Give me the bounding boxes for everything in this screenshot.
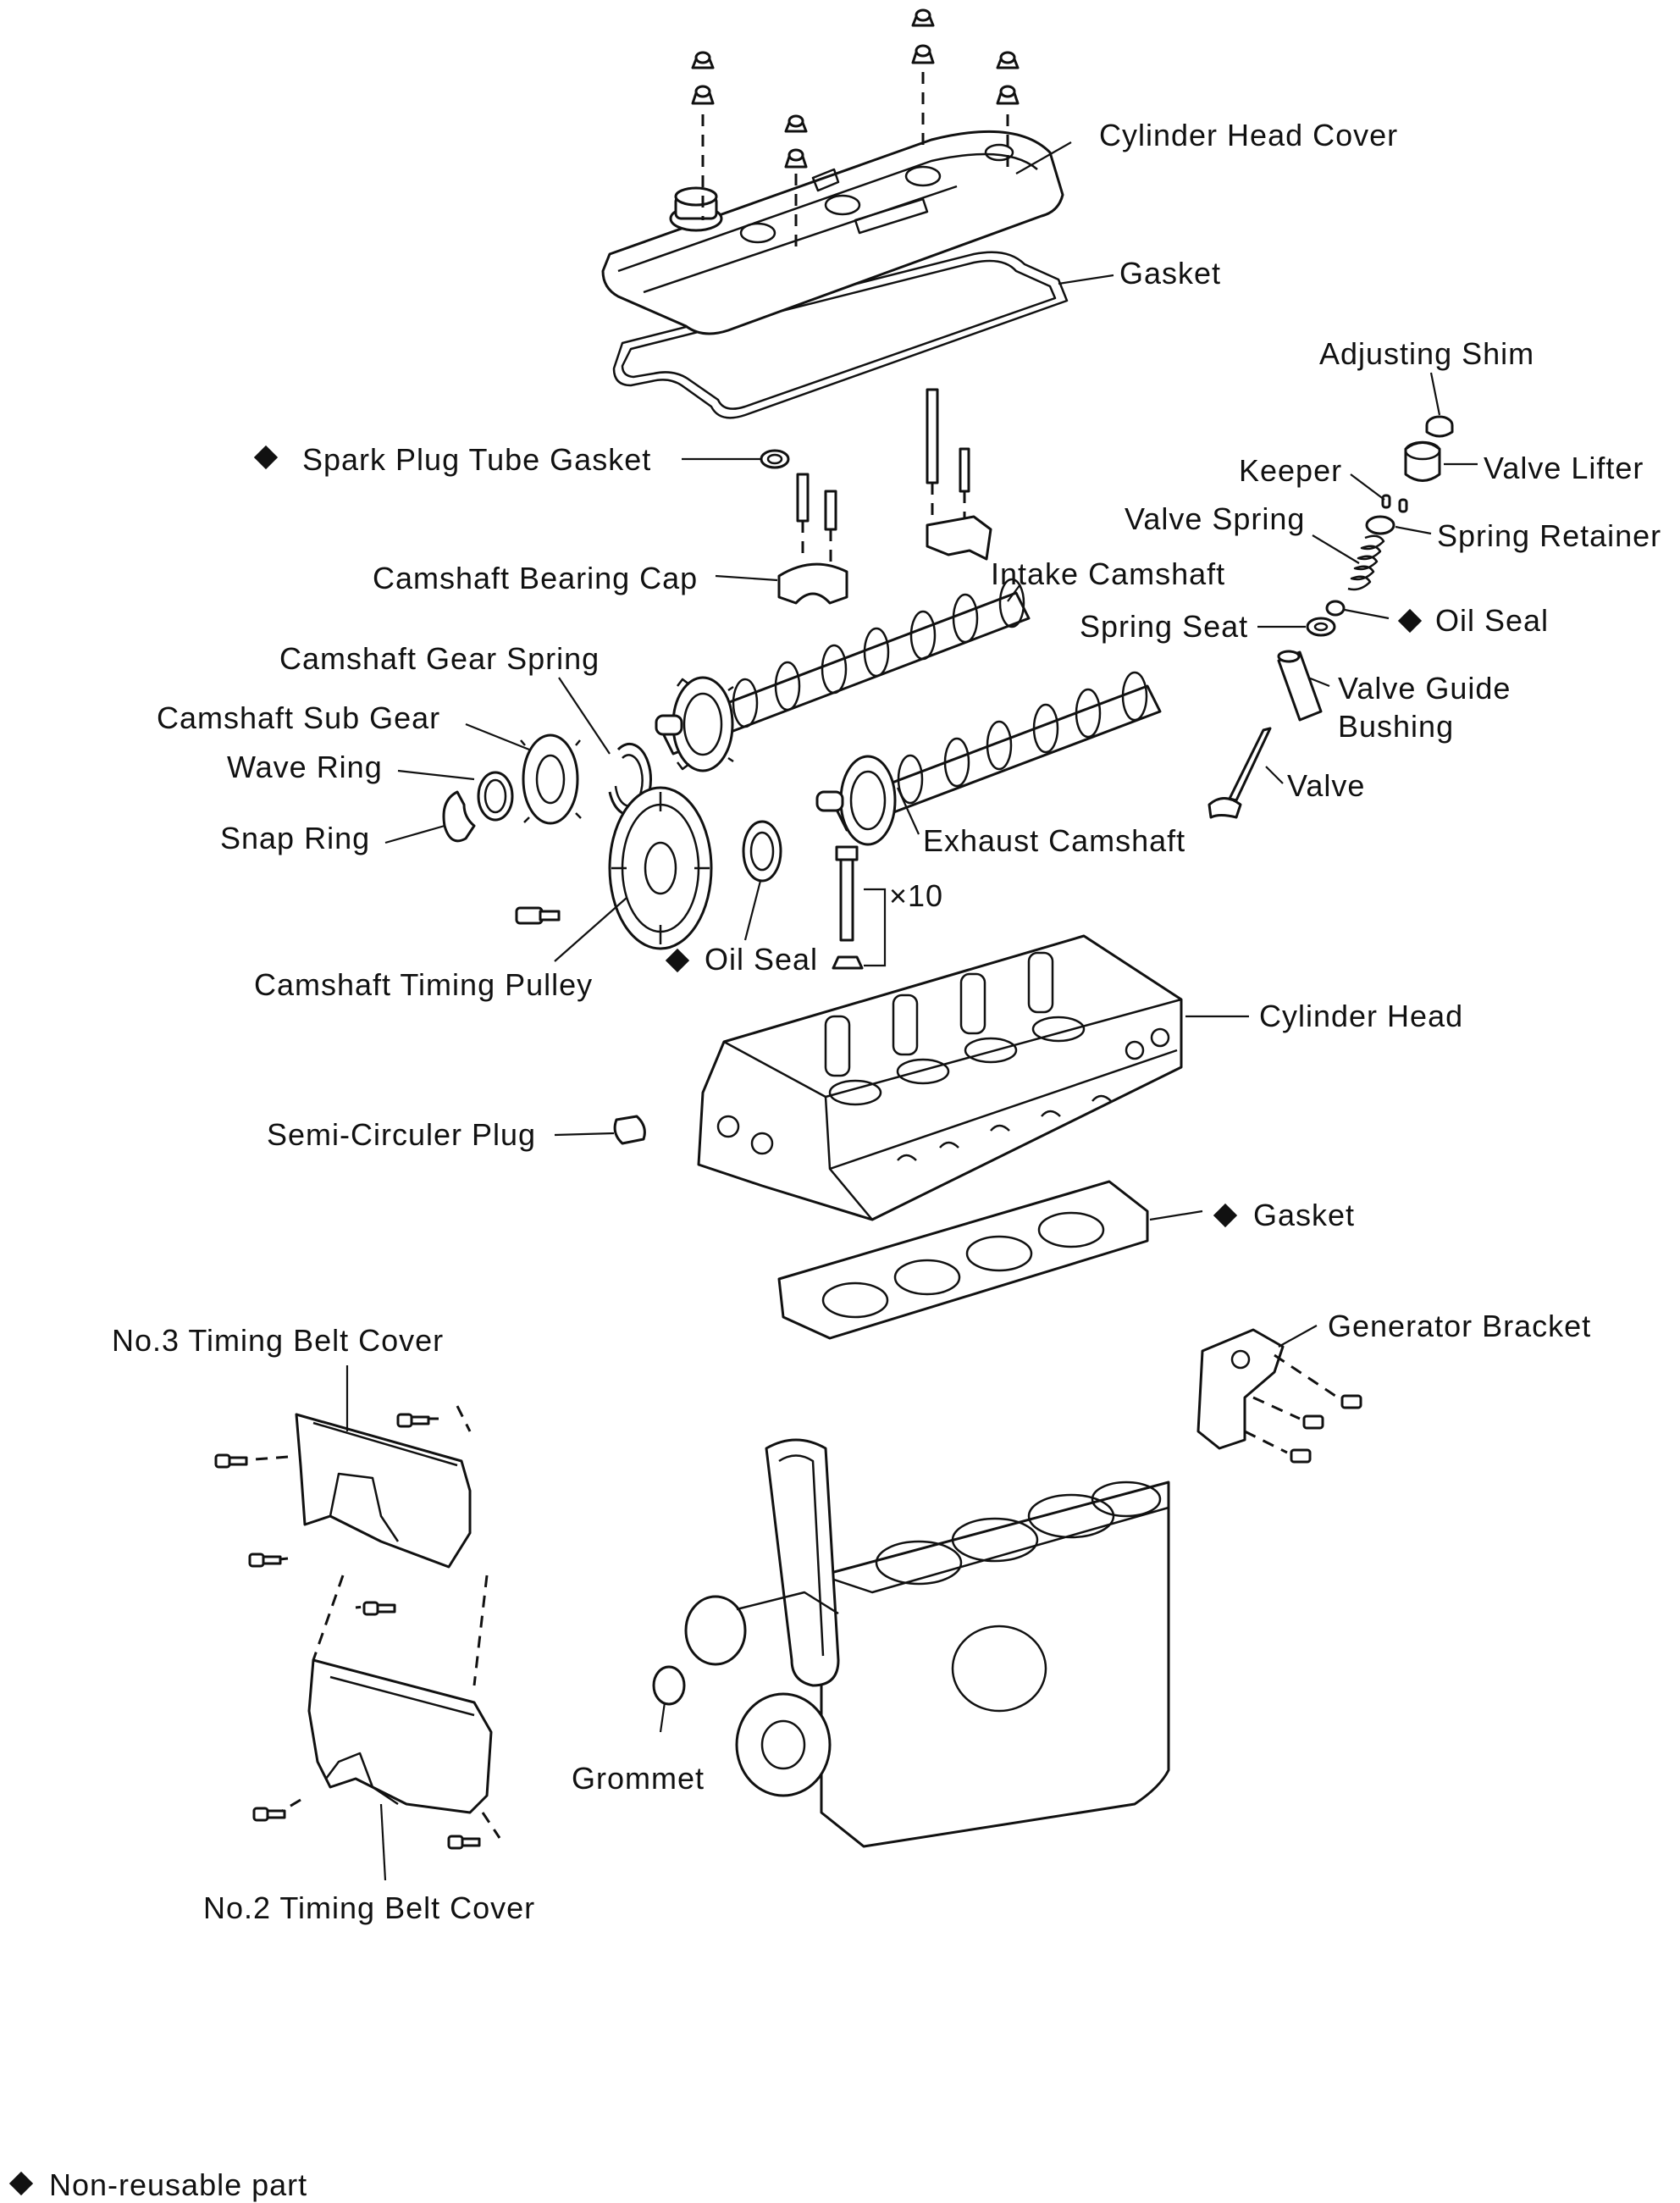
legend-non-reusable: Non-reusable part bbox=[49, 2167, 307, 2202]
label-exhaust-camshaft: Exhaust Camshaft bbox=[923, 823, 1185, 858]
exhaust-camshaft-drawing bbox=[815, 671, 1162, 846]
label-camshaft-sub-gear: Camshaft Sub Gear bbox=[157, 700, 440, 735]
label-semi-circular-plug: Semi-Circuler Plug bbox=[267, 1117, 536, 1152]
label-cylinder-head-cover: Cylinder Head Cover bbox=[1099, 118, 1398, 152]
generator-bracket-drawing bbox=[1196, 1328, 1362, 1464]
label-camshaft-timing-pulley: Camshaft Timing Pulley bbox=[254, 967, 593, 1002]
timing-belt-covers-drawing bbox=[214, 1405, 501, 1850]
label-spring-seat: Spring Seat bbox=[1080, 609, 1248, 644]
part-labels: Cylinder Head Cover Gasket Adjusting Shi… bbox=[49, 118, 1661, 2202]
label-cylinder-head: Cylinder Head bbox=[1259, 999, 1463, 1033]
cover-nuts bbox=[691, 8, 1020, 254]
label-spring-retainer: Spring Retainer bbox=[1437, 518, 1661, 553]
label-oil-seal-valve: Oil Seal bbox=[1435, 603, 1549, 638]
non-reusable-markers bbox=[8, 445, 1423, 2196]
label-no2-timing-belt-cover: No.2 Timing Belt Cover bbox=[203, 1890, 535, 1925]
label-wave-ring: Wave Ring bbox=[227, 750, 383, 784]
camshaft-gear-parts-drawing bbox=[442, 733, 887, 970]
label-adjusting-shim: Adjusting Shim bbox=[1319, 336, 1534, 371]
label-gasket-top: Gasket bbox=[1119, 256, 1221, 291]
label-spark-plug-tube-gasket: Spark Plug Tube Gasket bbox=[302, 442, 651, 477]
label-no3-timing-belt-cover: No.3 Timing Belt Cover bbox=[112, 1323, 444, 1358]
valve-train-drawing bbox=[1208, 415, 1454, 819]
label-bolt-count: ×10 bbox=[889, 878, 943, 913]
bearing-caps-drawing bbox=[760, 388, 992, 605]
label-intake-camshaft: Intake Camshaft bbox=[991, 556, 1225, 591]
label-valve-guide-bushing-1: Valve Guide bbox=[1338, 671, 1511, 706]
label-gasket-head: Gasket bbox=[1253, 1198, 1355, 1232]
label-grommet: Grommet bbox=[572, 1761, 705, 1796]
cylinder-head-cover-drawing bbox=[601, 130, 1069, 419]
leader-lines bbox=[345, 141, 1478, 1881]
label-oil-seal-cam: Oil Seal bbox=[705, 942, 818, 977]
intake-camshaft-drawing bbox=[655, 578, 1031, 772]
label-valve: Valve bbox=[1287, 768, 1365, 803]
label-keeper: Keeper bbox=[1239, 453, 1342, 488]
label-valve-guide-bushing-2: Bushing bbox=[1338, 709, 1454, 744]
engine-block-drawing bbox=[652, 1438, 1170, 1848]
label-valve-lifter: Valve Lifter bbox=[1484, 451, 1644, 485]
head-gasket-drawing bbox=[777, 1180, 1149, 1340]
label-camshaft-gear-spring: Camshaft Gear Spring bbox=[279, 641, 600, 676]
label-snap-ring: Snap Ring bbox=[220, 821, 370, 855]
label-valve-spring: Valve Spring bbox=[1125, 501, 1305, 536]
label-generator-bracket: Generator Bracket bbox=[1328, 1309, 1591, 1343]
label-camshaft-bearing-cap: Camshaft Bearing Cap bbox=[373, 561, 698, 595]
cylinder-head-drawing bbox=[613, 934, 1183, 1221]
